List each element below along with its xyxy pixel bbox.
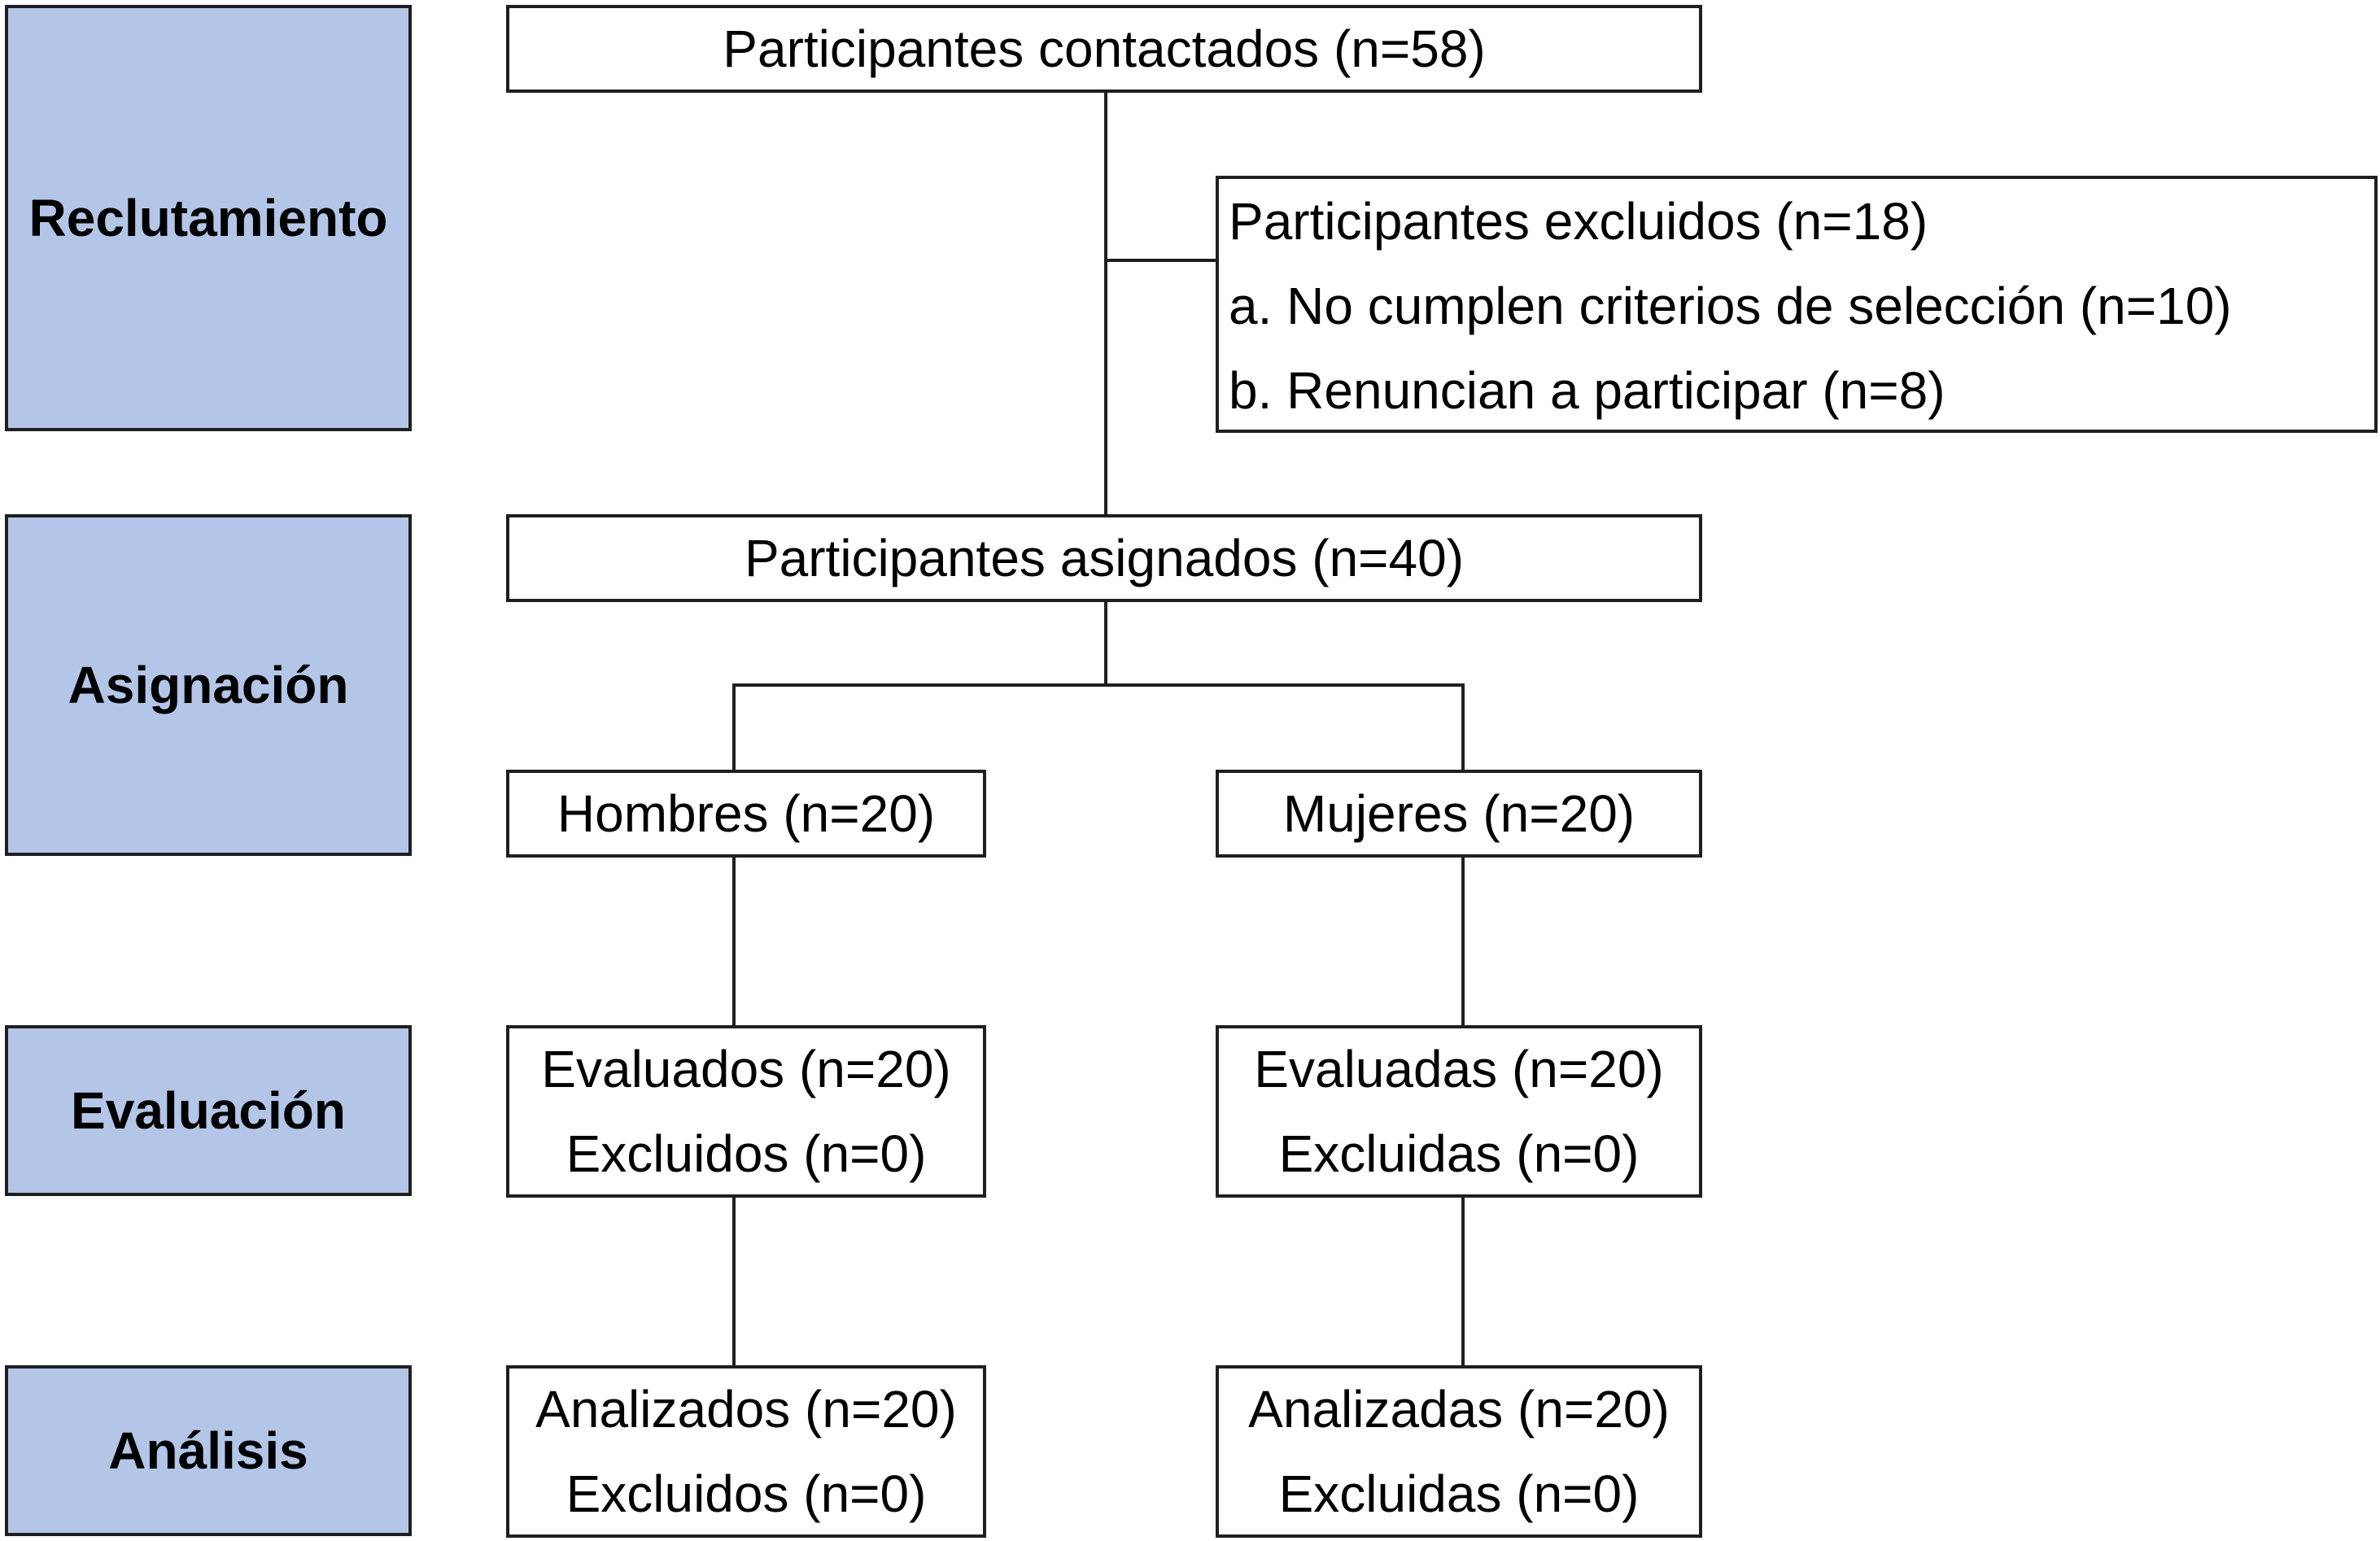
- node-line: Analizados (n=20): [535, 1380, 957, 1438]
- node-text: Hombres (n=20): [557, 784, 936, 843]
- connector-women-eval: [1461, 856, 1465, 1027]
- node-assigned: Participantes asignados (n=40): [506, 514, 1702, 602]
- connector-split-men: [732, 683, 736, 773]
- connector-assigned-split: [1104, 599, 1107, 687]
- connector-women-analysis: [1461, 1196, 1465, 1367]
- node-women-eval: Evaluadas (n=20) Excluidas (n=0): [1216, 1025, 1702, 1198]
- node-line: Analizadas (n=20): [1248, 1380, 1670, 1438]
- node-line: Evaluados (n=20): [541, 1040, 951, 1098]
- node-women: Mujeres (n=20): [1216, 770, 1702, 858]
- excluded-reason-b: b. Renuncian a participar (n=8): [1229, 361, 1945, 420]
- node-line: Evaluadas (n=20): [1254, 1040, 1664, 1098]
- stage-evaluacion: Evaluación: [5, 1025, 412, 1196]
- node-excluded: Participantes excluidos (n=18) a. No cum…: [1216, 176, 2378, 433]
- node-text: Mujeres (n=20): [1282, 784, 1635, 843]
- stage-analisis: Análisis: [5, 1365, 412, 1536]
- node-text: Participantes asignados (n=40): [744, 529, 1465, 587]
- node-line: Excluidos (n=0): [566, 1465, 927, 1523]
- stage-label: Asignación: [68, 656, 349, 714]
- stage-label: Análisis: [108, 1421, 308, 1480]
- node-women-analysis: Analizadas (n=20) Excluidas (n=0): [1216, 1365, 1702, 1538]
- node-text: Participantes contactados (n=58): [723, 20, 1486, 78]
- node-line: Excluidas (n=0): [1278, 1124, 1640, 1183]
- node-contacted: Participantes contactados (n=58): [506, 5, 1702, 93]
- node-men-analysis: Analizados (n=20) Excluidos (n=0): [506, 1365, 986, 1538]
- excluded-reason-a: a. No cumplen criterios de selección (n=…: [1229, 277, 2232, 335]
- stage-reclutamiento: Reclutamiento: [5, 5, 412, 431]
- stage-asignacion: Asignación: [5, 514, 412, 856]
- connector-contacted-assigned: [1104, 89, 1107, 516]
- node-line: Excluidos (n=0): [566, 1124, 927, 1183]
- excluded-title: Participantes excluidos (n=18): [1229, 192, 1928, 251]
- node-men-eval: Evaluados (n=20) Excluidos (n=0): [506, 1025, 986, 1198]
- connector-split-horizontal: [732, 683, 1465, 687]
- stage-label: Reclutamiento: [28, 189, 388, 247]
- node-line: Excluidas (n=0): [1278, 1465, 1640, 1523]
- connector-men-eval: [732, 856, 736, 1027]
- connector-excluded-branch: [1104, 259, 1218, 262]
- connector-men-analysis: [732, 1196, 736, 1367]
- stage-label: Evaluación: [71, 1081, 346, 1140]
- node-men: Hombres (n=20): [506, 770, 986, 858]
- connector-split-women: [1461, 683, 1465, 773]
